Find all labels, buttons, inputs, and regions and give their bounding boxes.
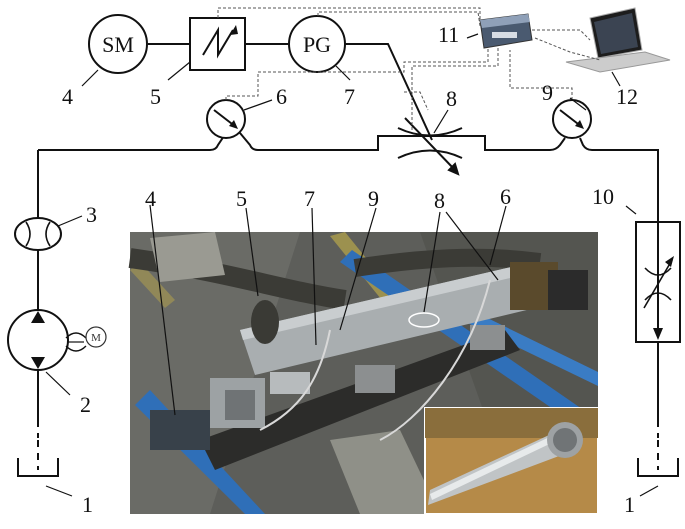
callout-12: 12 [616, 84, 638, 109]
pg-label: PG [303, 32, 331, 57]
callout-7-photo: 7 [304, 186, 315, 211]
daq-device [479, 13, 533, 49]
callout-7-top: 7 [344, 84, 355, 109]
servo-motor-symbol: SM [88, 14, 148, 74]
tank-right [637, 458, 679, 477]
pressure-gauge-9 [552, 99, 592, 139]
callout-8-photo: 8 [434, 188, 445, 213]
callout-10: 10 [592, 184, 614, 209]
flow-control-valve-10 [635, 221, 681, 343]
throttle-valve-8 [397, 117, 463, 176]
pressure-gauge-6 [206, 99, 246, 139]
callout-9-top: 9 [542, 80, 553, 105]
callout-5-top: 5 [150, 84, 161, 109]
callout-4-photo: 4 [145, 186, 156, 211]
callout-8-top: 8 [446, 86, 457, 111]
callout-2: 2 [80, 392, 91, 417]
callout-1-left: 1 [82, 492, 93, 517]
pump-symbol [7, 309, 87, 371]
callout-4-top: 4 [62, 84, 73, 109]
motor-label: M [91, 332, 101, 344]
converter-symbol [189, 17, 246, 71]
callout-1-right: 1 [624, 492, 635, 517]
callout-5-photo: 5 [236, 186, 247, 211]
callout-11: 11 [438, 22, 459, 47]
callout-6-top: 6 [276, 84, 287, 109]
callout-numbers: 1 1 2 3 4 4 5 5 6 6 7 7 8 8 9 9 10 11 12 [62, 22, 638, 517]
laptop [565, 7, 671, 73]
callout-9-photo: 9 [368, 186, 379, 211]
callout-3: 3 [86, 202, 97, 227]
hydraulic-lines [37, 43, 659, 438]
signal-lines [217, 7, 601, 130]
sm-label: SM [102, 32, 134, 57]
callout-6-photo: 6 [500, 184, 511, 209]
electric-motor-symbol: M [85, 326, 107, 348]
tank-left [17, 458, 59, 477]
flowmeter-symbol [14, 217, 62, 251]
inset-photo [424, 407, 599, 515]
leader-lines [45, 33, 659, 497]
pulse-generator-symbol: PG [288, 15, 346, 73]
